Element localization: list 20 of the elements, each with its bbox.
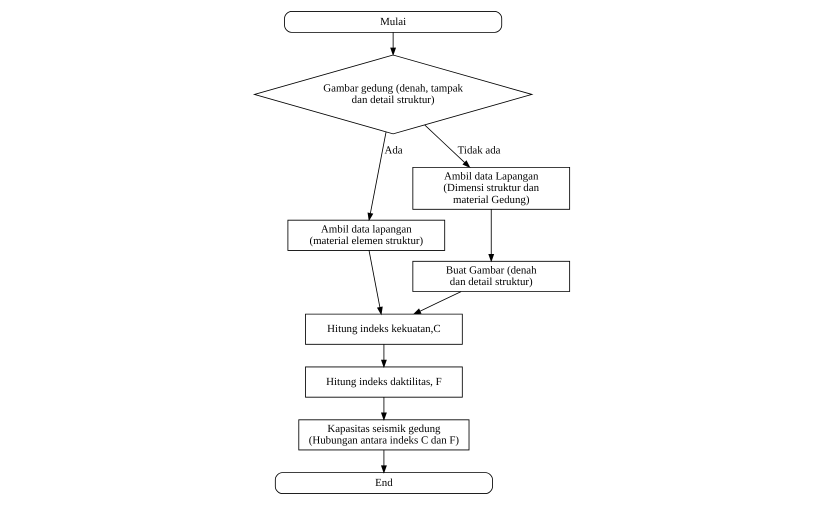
node-diamond: Gambar gedung (denah, tampak dan detail struktur) bbox=[252, 54, 534, 134]
node-box: Hitung indeks kekuatan,C bbox=[305, 314, 463, 345]
node-box: Hitung indeks daktilitas, F bbox=[305, 366, 463, 398]
arrow bbox=[412, 291, 462, 315]
arrow bbox=[390, 32, 396, 56]
node-box: Ambil data lapangan (material elemen struktur) bbox=[287, 220, 446, 251]
node-box: Mulai bbox=[284, 11, 502, 33]
arrow bbox=[380, 344, 387, 368]
arrow bbox=[424, 124, 471, 168]
arrow bbox=[380, 450, 387, 474]
node-box: Kapasitas seismik gedung (Hubungan antara indeks C dan F) bbox=[298, 419, 470, 450]
node-box: Buat Gambar (denah dan detail struktur) bbox=[412, 260, 570, 292]
arrow bbox=[368, 131, 386, 222]
arrow bbox=[368, 250, 383, 316]
node-box: End bbox=[274, 472, 493, 494]
node-box: Ambil data Lapangan (Dimensi struktur dan material Gedung) bbox=[412, 166, 570, 210]
edge-label: Tidak ada bbox=[458, 144, 501, 156]
arrow bbox=[488, 209, 494, 262]
arrow bbox=[380, 397, 387, 421]
edge-label: Ada bbox=[384, 144, 403, 156]
